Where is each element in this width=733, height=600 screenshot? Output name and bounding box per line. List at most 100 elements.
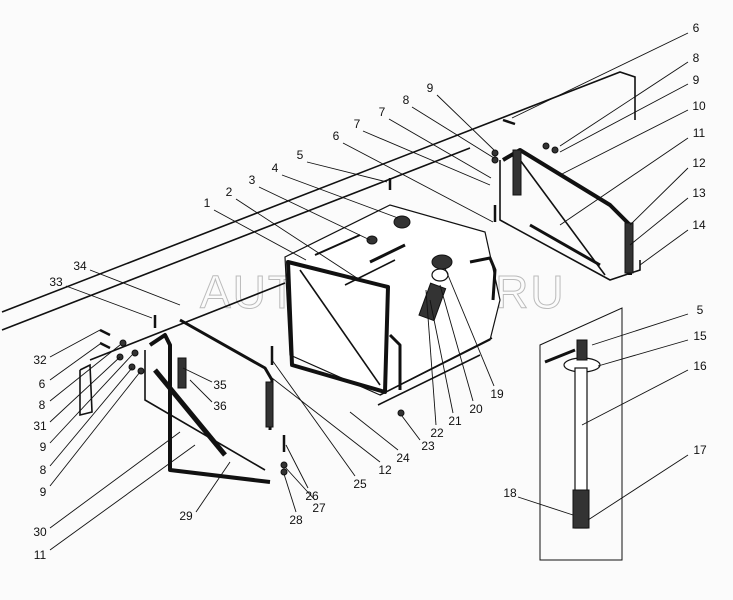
leader-line <box>629 167 689 226</box>
fasteners <box>99 118 559 476</box>
leader-line <box>559 137 689 226</box>
callout-30: 30 <box>33 525 47 539</box>
callout-9: 9 <box>40 440 47 454</box>
callout-22: 22 <box>430 426 444 440</box>
callout-12: 12 <box>692 156 706 170</box>
leader-line <box>639 229 689 266</box>
leader-line <box>401 415 421 441</box>
nut-icon <box>542 142 550 150</box>
leader-line <box>511 32 689 119</box>
nut-icon <box>128 363 136 371</box>
nut-icon <box>131 349 139 357</box>
callout-28: 28 <box>289 513 303 527</box>
callout-5: 5 <box>297 148 304 162</box>
callout-36: 36 <box>213 399 227 413</box>
nut-icon <box>280 461 288 469</box>
callout-labels: 6891011121314987765432134333268319893011… <box>33 21 707 562</box>
leader-line <box>411 106 495 159</box>
callout-34: 34 <box>73 259 87 273</box>
leader-line <box>213 209 307 261</box>
callout-6: 6 <box>693 21 700 35</box>
callout-9: 9 <box>40 485 47 499</box>
callout-7: 7 <box>354 117 361 131</box>
nut-icon <box>491 149 499 157</box>
leader-line <box>306 161 388 183</box>
callout-8: 8 <box>39 398 46 412</box>
leader-line <box>591 313 689 346</box>
frame-rail <box>1 71 636 361</box>
callout-23: 23 <box>421 439 435 453</box>
callout-8: 8 <box>693 51 700 65</box>
callout-1: 1 <box>204 196 211 210</box>
callout-13: 13 <box>692 186 706 200</box>
callout-11: 11 <box>693 126 706 140</box>
leader-line <box>597 339 689 367</box>
callout-5: 5 <box>697 303 704 317</box>
leader-line <box>629 197 689 246</box>
nut-icon <box>551 146 559 154</box>
callout-33: 33 <box>49 275 63 289</box>
leader-line <box>559 83 689 153</box>
callout-2: 2 <box>226 185 233 199</box>
leader-line <box>189 379 213 403</box>
nut-icon <box>491 156 499 164</box>
leader-line <box>283 473 297 513</box>
bolt-icon <box>502 118 516 126</box>
callout-3: 3 <box>249 173 256 187</box>
nut-icon <box>397 409 405 417</box>
fuel-sensor-inset <box>539 307 623 561</box>
callout-6: 6 <box>39 377 46 391</box>
leader-line <box>444 267 495 387</box>
callout-11: 11 <box>34 548 47 562</box>
leader-line <box>258 186 371 241</box>
callout-4: 4 <box>272 161 279 175</box>
callout-29: 29 <box>179 509 193 523</box>
leader-line <box>581 369 689 426</box>
leader-line <box>342 142 494 223</box>
leader-line <box>49 444 196 551</box>
nut-icon <box>119 339 127 347</box>
callout-16: 16 <box>693 359 707 373</box>
callout-17: 17 <box>693 443 707 457</box>
callout-27: 27 <box>312 501 326 515</box>
leader-line <box>49 344 121 402</box>
leader-line <box>284 466 316 501</box>
leader-line <box>49 431 181 529</box>
leader-line <box>49 371 141 487</box>
fuel-tank <box>284 204 501 406</box>
leader-line <box>271 359 356 477</box>
callout-6: 6 <box>333 129 340 143</box>
callout-7: 7 <box>379 105 386 119</box>
leader-line <box>559 109 689 176</box>
leader-line <box>517 496 574 516</box>
callout-8: 8 <box>403 93 410 107</box>
leader-line <box>281 174 399 219</box>
callout-15: 15 <box>693 329 707 343</box>
bolt-icon <box>99 328 111 337</box>
leader-line <box>49 356 121 423</box>
leader-line <box>65 285 153 319</box>
callout-25: 25 <box>353 477 367 491</box>
leader-line <box>436 94 495 151</box>
callout-24: 24 <box>396 451 410 465</box>
leader-line <box>439 284 474 402</box>
callout-9: 9 <box>427 81 434 95</box>
leader-lines <box>49 32 689 551</box>
callout-8: 8 <box>40 463 47 477</box>
leader-line <box>271 377 381 463</box>
leader-line <box>362 130 491 186</box>
leader-line <box>49 367 133 467</box>
callout-19: 19 <box>490 387 504 401</box>
left-bracket <box>79 318 274 484</box>
filler-neck <box>418 254 453 322</box>
leader-line <box>49 354 133 444</box>
callout-18: 18 <box>503 486 517 500</box>
leader-line <box>425 289 437 426</box>
callout-31: 31 <box>33 419 47 433</box>
callout-26: 26 <box>305 489 319 503</box>
callout-14: 14 <box>692 218 706 232</box>
callout-32: 32 <box>33 353 47 367</box>
callout-12: 12 <box>378 463 392 477</box>
